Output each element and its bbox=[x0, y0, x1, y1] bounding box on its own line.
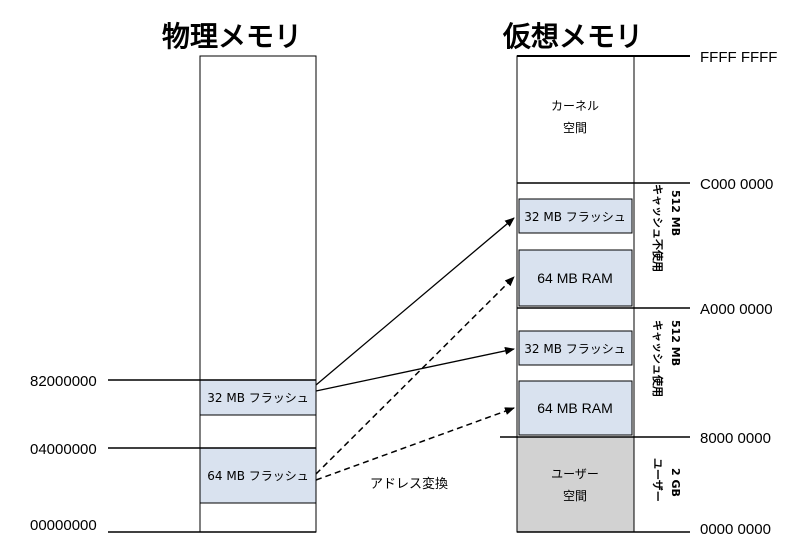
svg-text:ユーザー: ユーザー bbox=[651, 458, 664, 502]
addr-ffffffff: FFFF FFFF bbox=[700, 49, 777, 66]
uncached-region-size-label: 512 MB bbox=[669, 190, 682, 236]
virtual-flash32-uncached-block bbox=[518, 198, 633, 234]
cached-region-text-label: キャッシュ使用 bbox=[651, 320, 665, 397]
addr-00000000: 00000000 bbox=[30, 517, 97, 534]
uncached-region-text-label: キャッシュ不使用 bbox=[651, 184, 665, 272]
arrow-flash64-to-uncached-ram bbox=[315, 276, 515, 475]
user-region-text-label: ユーザー bbox=[651, 458, 664, 502]
virtual-ram64-cached-block bbox=[518, 380, 633, 436]
arrow-flash32-to-uncached bbox=[315, 217, 515, 386]
physical-flash32-label: 32 MB フラッシュ bbox=[207, 391, 309, 405]
address-translation-label: アドレス変換 bbox=[370, 476, 448, 492]
physical-flash32-block bbox=[199, 379, 317, 416]
user-region-size-label: 2 GB bbox=[669, 468, 682, 497]
arrow-flash32-to-cached bbox=[315, 346, 515, 392]
virtual-flash32-uncached-label: 32 MB フラッシュ bbox=[524, 210, 626, 224]
cached-region-size-label: 512 MB bbox=[669, 320, 682, 366]
kernel-space-label-line2: 空間 bbox=[563, 121, 587, 135]
svg-text:キャッシュ使用: キャッシュ使用 bbox=[651, 320, 665, 397]
addr-82000000: 82000000 bbox=[30, 373, 97, 390]
user-space-label-line2: 空間 bbox=[563, 489, 587, 503]
addr-c0000000: C000 0000 bbox=[700, 176, 773, 193]
physical-flash64-label: 64 MB フラッシュ bbox=[207, 469, 309, 483]
svg-text:512 MB: 512 MB bbox=[669, 320, 682, 366]
addr-80000000: 8000 0000 bbox=[700, 430, 771, 447]
virtual-memory-title: 仮想メモリ bbox=[502, 20, 643, 53]
physical-memory-title: 物理メモリ bbox=[162, 20, 302, 53]
svg-text:キャッシュ不使用: キャッシュ不使用 bbox=[651, 184, 665, 272]
user-space-label-line1: ユーザー bbox=[551, 467, 599, 481]
svg-text:2 GB: 2 GB bbox=[669, 468, 682, 497]
addr-04000000: 04000000 bbox=[30, 441, 97, 458]
virtual-ram64-uncached-label: 64 MB RAM bbox=[537, 270, 612, 286]
addr-a0000000: A000 0000 bbox=[700, 301, 773, 318]
arrow-flash64-to-cached-ram bbox=[315, 407, 515, 481]
addr-0000zero: 0000 0000 bbox=[700, 521, 771, 538]
virtual-flash32-cached-label: 32 MB フラッシュ bbox=[524, 342, 626, 356]
kernel-space-label-line1: カーネル bbox=[551, 99, 599, 113]
svg-text:512 MB: 512 MB bbox=[669, 190, 682, 236]
virtual-ram64-uncached-block bbox=[518, 249, 633, 307]
virtual-flash32-cached-block bbox=[518, 330, 633, 366]
virtual-ram64-cached-label: 64 MB RAM bbox=[537, 400, 612, 416]
user-space-block bbox=[516, 436, 635, 533]
